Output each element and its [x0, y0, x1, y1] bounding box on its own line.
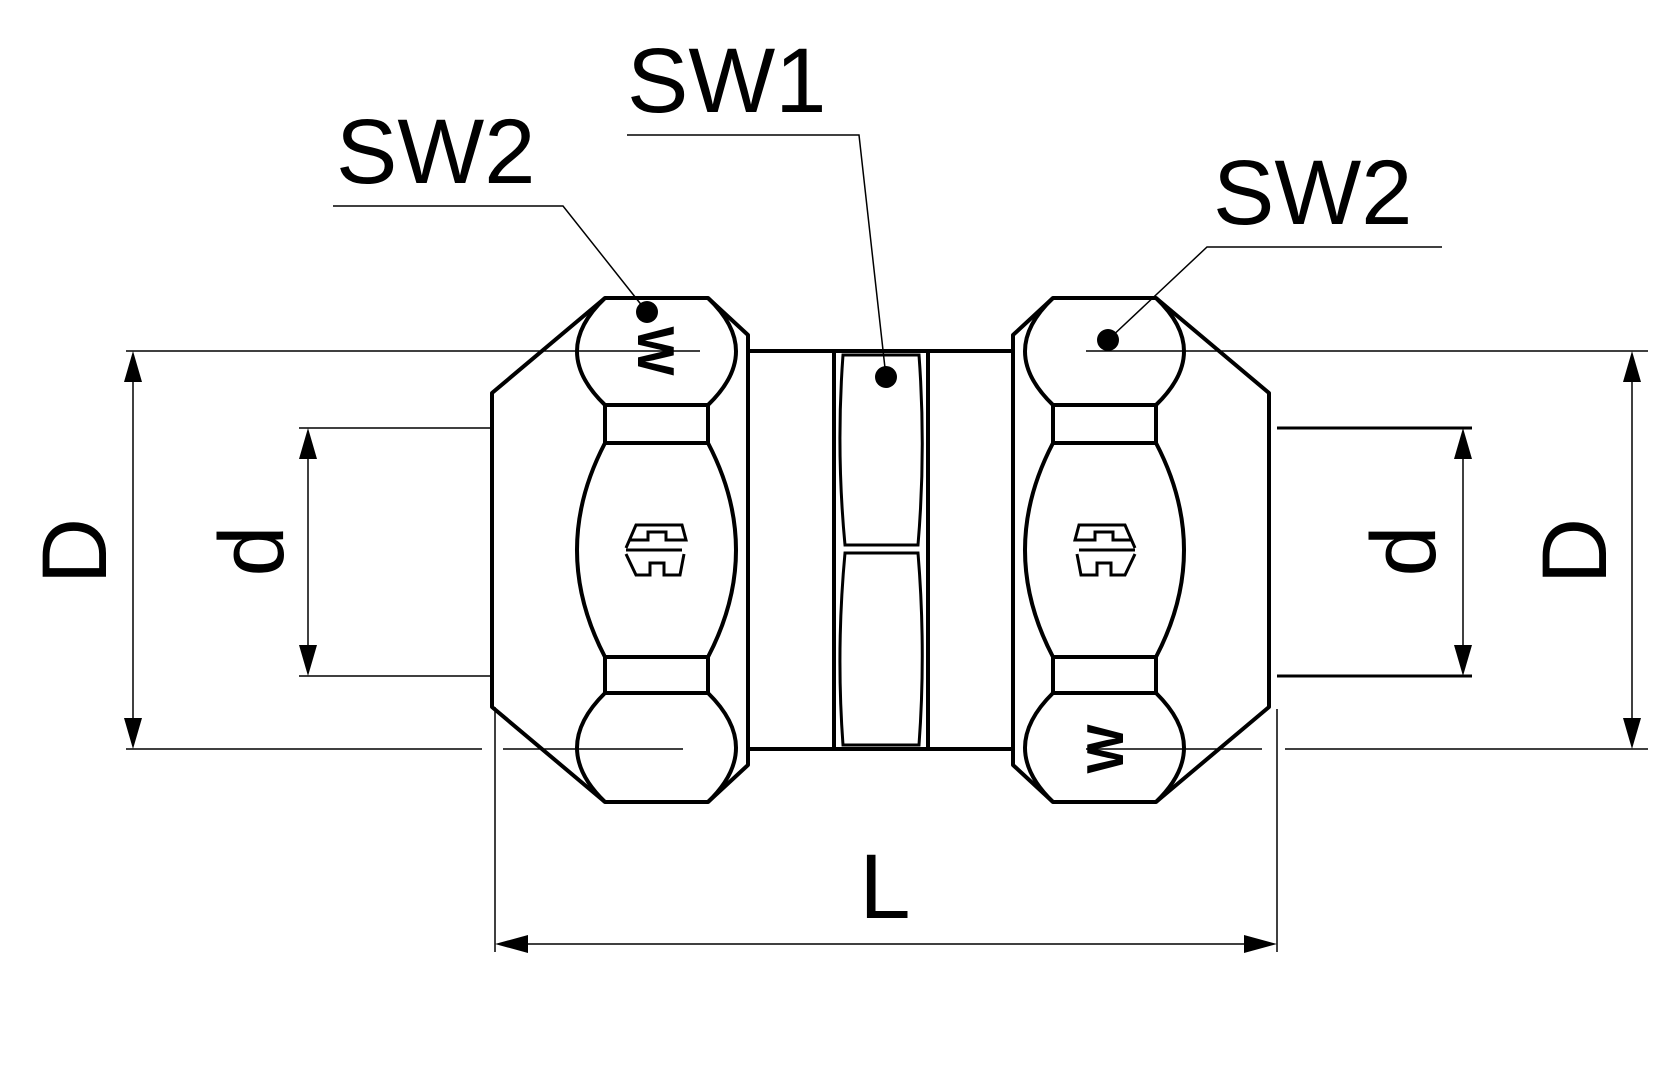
- label-d-right: d: [1353, 525, 1455, 576]
- label-D-left: D: [24, 518, 126, 584]
- leader-sw2-left: SW2: [333, 101, 658, 323]
- dimension-d-right: d: [1353, 428, 1472, 676]
- right-union-nut: [1011, 296, 1271, 804]
- extension-lines: [126, 350, 1648, 952]
- center-hex-sw1: [832, 349, 930, 751]
- leader-sw1: SW1: [627, 30, 897, 388]
- label-d-left: d: [201, 525, 303, 576]
- label-sw2-right: SW2: [1213, 142, 1412, 244]
- label-sw1: SW1: [627, 30, 826, 132]
- dimension-d-left: d: [201, 428, 317, 676]
- pipe-body: [748, 349, 1013, 751]
- dimension-D-right: D: [1524, 351, 1641, 749]
- label-L: L: [859, 836, 910, 938]
- dimension-L: L: [495, 836, 1277, 953]
- leader-sw2-right: SW2: [1097, 142, 1442, 351]
- label-sw2-left: SW2: [336, 101, 535, 203]
- left-union-nut: [490, 296, 750, 804]
- label-D-right: D: [1524, 518, 1626, 584]
- dimension-D-left: D: [24, 351, 142, 749]
